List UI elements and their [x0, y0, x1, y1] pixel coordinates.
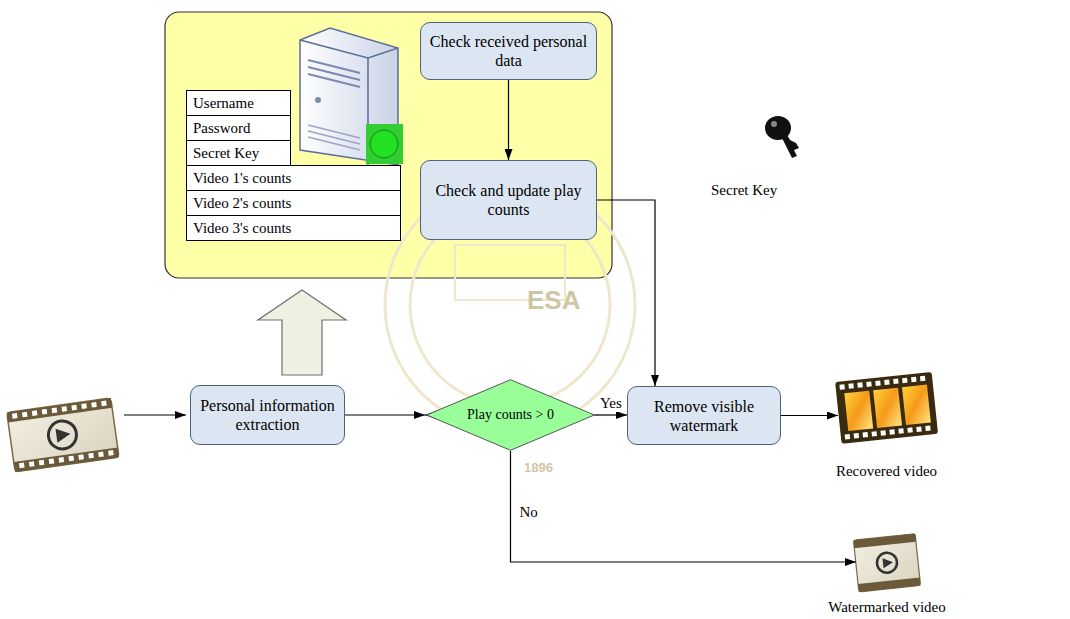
process-box: Remove visible watermark [627, 386, 781, 445]
table-cell-text: Video 3's counts [193, 220, 291, 237]
server-icon [300, 28, 403, 165]
watermarked-video-icon [853, 534, 920, 592]
node-text: Play counts > 0 [467, 407, 554, 423]
table-cell-text: Video 1's counts [193, 170, 291, 187]
table-cell: Secret Key [186, 140, 291, 166]
connector [596, 414, 627, 415]
decision-diamond: Play counts > 0 [425, 379, 596, 451]
table-cell-text: Secret Key [193, 145, 259, 162]
video-icon: Watermarked video [856, 532, 918, 616]
table-cell-text: Password [193, 120, 251, 137]
input-video-holes [12, 401, 114, 469]
table-cell-text: Username [193, 95, 254, 112]
table-cell: Video 2's counts [186, 190, 401, 216]
input-arrow [124, 414, 186, 415]
video-icon: Recovered video [838, 372, 935, 480]
server-panel: UsernamePasswordSecret KeyVideo 1's coun… [165, 12, 612, 278]
node-text: Check and update play counts [429, 181, 588, 219]
input-video-icon [7, 398, 119, 472]
edge-label: Yes [599, 395, 623, 412]
connector [597, 200, 655, 386]
recovered-video-icon [835, 372, 938, 444]
key-icon [765, 116, 799, 158]
block-arrow [258, 290, 346, 375]
table-cell: Username [186, 90, 291, 116]
process-box: Check received personal data [420, 22, 597, 80]
process-box: Check and update play counts [420, 160, 597, 240]
edge-label: Secret Key [710, 182, 778, 199]
node-text: Check received personal data [429, 32, 588, 70]
connector [345, 414, 425, 415]
logo-watermark-text: 1896 [524, 460, 553, 475]
logo-watermark-text: ESA [527, 285, 580, 316]
video-caption: Watermarked video [828, 599, 946, 616]
panel-outline [165, 12, 612, 278]
recovered-video-holes [839, 376, 930, 440]
connector [511, 451, 857, 562]
connector [781, 415, 838, 416]
video-caption: Recovered video [836, 463, 937, 480]
table-cell: Video 1's counts [186, 165, 401, 191]
connector-layer [258, 80, 856, 562]
table-cell: Video 3's counts [186, 215, 401, 241]
panel-layer [165, 12, 612, 278]
node-text: Personal information extraction [199, 396, 336, 434]
node-text: Remove visible watermark [636, 397, 772, 435]
table-cell-text: Video 2's counts [193, 195, 291, 212]
connector [508, 80, 509, 160]
table-cell: Password [186, 115, 291, 141]
edge-label: No [519, 504, 539, 521]
process-box: Personal information extraction [190, 385, 345, 445]
